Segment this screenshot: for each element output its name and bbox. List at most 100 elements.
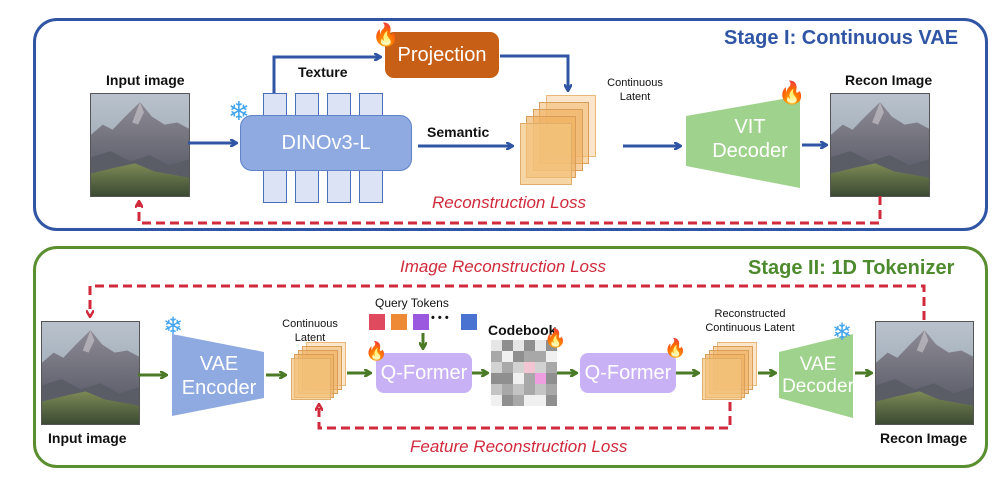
codebook-cell: [502, 351, 513, 362]
codebook-cell: [502, 384, 513, 395]
semantic-label: Semantic: [427, 124, 490, 140]
snowflake-icon: ❄: [163, 313, 184, 340]
codebook-cell: [535, 351, 546, 362]
codebook-cell: [491, 384, 502, 395]
codebook-cell: [535, 362, 546, 373]
qformer-decoder-box: Q-Former: [580, 353, 676, 393]
codebook-cell: [513, 351, 524, 362]
codebook-cell: [535, 373, 546, 384]
codebook-cell: [513, 340, 524, 351]
query-token: [369, 314, 385, 330]
codebook-cell: [491, 362, 502, 373]
flame-icon: 🔥: [778, 80, 806, 105]
codebook-cell: [524, 340, 535, 351]
codebook-cell: [513, 373, 524, 384]
vae-decoder-shape: [779, 334, 853, 418]
recon-latent-label-line1: Reconstructed: [714, 308, 786, 320]
decoder-label-line1: VIT: [734, 116, 766, 138]
stage2-input-label: Input image: [48, 430, 127, 446]
codebook-cell: [502, 362, 513, 373]
codebook-cell: [513, 384, 524, 395]
snowflake-icon: ❄: [228, 96, 250, 126]
stage2-panel: [33, 246, 988, 468]
codebook-cell: [513, 362, 524, 373]
codebook-cell: [491, 340, 502, 351]
codebook-cell: [546, 362, 557, 373]
query-tokens-row: • • •: [369, 312, 479, 332]
decoder-label-line2: Decoder: [712, 140, 788, 162]
codebook-cell: [546, 351, 557, 362]
snowflake-icon: ❄: [832, 319, 853, 346]
stage2-input-image: [41, 321, 140, 425]
codebook-cell: [502, 395, 513, 406]
codebook-label: Codebook: [488, 322, 557, 338]
codebook-cell: [546, 340, 557, 351]
dino-encoder-box: DINOv3-L: [240, 115, 412, 171]
query-token: [391, 314, 407, 330]
codebook-cell: [535, 340, 546, 351]
reconstructed-latent-label: Reconstructed Continuous Latent: [685, 307, 815, 335]
codebook-cell: [524, 373, 535, 384]
decoder-label-line2: Decoder: [782, 376, 854, 397]
ellipsis: • • •: [431, 312, 449, 324]
image-loss-arrow: [90, 284, 926, 320]
stage1-continuous-latent: [520, 95, 596, 185]
recon-latent-label-line2: Continuous Latent: [705, 322, 795, 334]
vae-encoder-shape: [172, 334, 264, 416]
codebook-cell: [524, 395, 535, 406]
vae-decoder-label: VAE Decoder: [778, 354, 858, 398]
query-token: [413, 314, 429, 330]
projection-box: Projection: [385, 32, 499, 78]
latent-layer: [291, 358, 331, 400]
arrow-projection-to-latent: [500, 54, 568, 90]
codebook-cell: [546, 395, 557, 406]
codebook-grid: [491, 340, 557, 406]
codebook-cell: [491, 373, 502, 384]
qformer-encoder-box: Q-Former: [376, 353, 472, 393]
image-reconstruction-loss-label: Image Reconstruction Loss: [400, 257, 606, 276]
vit-decoder-shape: [686, 96, 800, 188]
vit-decoder-label: VIT Decoder: [700, 115, 800, 163]
latent-label-line2: Latent: [294, 332, 326, 344]
flame-icon: 🔥: [664, 338, 687, 358]
flame-icon: 🔥: [365, 341, 388, 361]
stage1-title: Stage I: Continuous VAE: [724, 27, 959, 49]
stage1-reconstruction-loss-label: Reconstruction Loss: [432, 193, 587, 212]
codebook-cell: [546, 373, 557, 384]
stage1-loss-arrow: [139, 196, 882, 225]
encoder-label-line2: Encoder: [181, 377, 257, 399]
vae-encoder-label: VAE Encoder: [176, 352, 262, 400]
texture-label: Texture: [298, 64, 348, 80]
stage2-recon-label: Recon Image: [880, 430, 968, 446]
codebook-cell: [535, 384, 546, 395]
feature-reconstruction-loss-label: Feature Reconstruction Loss: [410, 437, 628, 456]
stage2-continuous-latent: [291, 342, 347, 400]
codebook-cell: [491, 351, 502, 362]
encoder-label-line1: VAE: [199, 353, 239, 375]
latent-layer: [702, 358, 742, 400]
codebook-cell: [546, 384, 557, 395]
stage2-title: Stage II: 1D Tokenizer: [748, 257, 955, 279]
stage1-panel: [33, 18, 988, 231]
stage1-latent-label: Continuous Latent: [600, 76, 670, 104]
query-tokens-label: Query Tokens: [375, 296, 449, 310]
codebook-cell: [513, 395, 524, 406]
flame-icon: 🔥: [544, 328, 567, 348]
flame-icon: 🔥: [372, 22, 400, 47]
query-token: [461, 314, 477, 330]
arrow-texture-to-projection: [272, 57, 380, 93]
stage2-recon-image: [875, 321, 974, 425]
latent-layer: [520, 123, 572, 185]
codebook-cell: [491, 395, 502, 406]
latent-label-line1: Continuous: [282, 318, 338, 330]
stage1-recon-label: Recon Image: [845, 72, 933, 88]
decoder-label-line1: VAE: [799, 354, 837, 375]
latent-label-line2: Latent: [619, 91, 651, 103]
codebook-cell: [524, 384, 535, 395]
reconstructed-continuous-latent: [702, 342, 758, 400]
codebook-cell: [524, 351, 535, 362]
feature-loss-arrow: [319, 402, 732, 430]
codebook-cell: [535, 395, 546, 406]
codebook-cell: [502, 340, 513, 351]
